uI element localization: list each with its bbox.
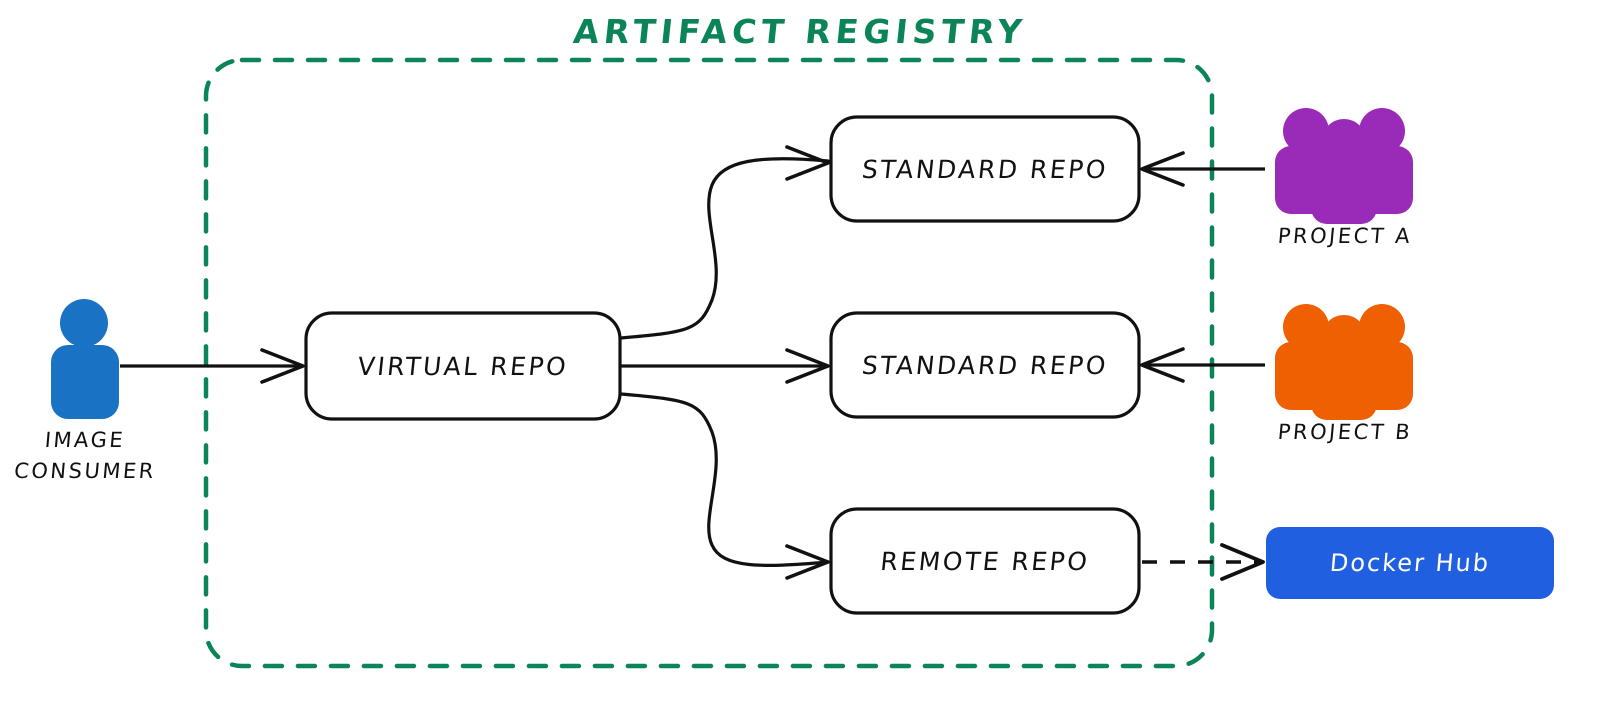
edge-project-a-to-standard-top <box>1140 151 1265 187</box>
arrowhead-docker-hub <box>1220 543 1265 581</box>
edge-virtual-to-remote <box>619 392 830 580</box>
arrowhead-virtual-standard-top <box>785 145 830 181</box>
artifact-registry-boundary <box>203 57 1215 669</box>
arrowhead-project-b <box>1140 347 1185 383</box>
edge-virtual-to-standard-middle <box>621 348 830 384</box>
docker-hub-box[interactable] <box>1266 527 1554 599</box>
arrowhead-consumer-virtual <box>260 348 305 384</box>
edge-virtual-to-standard-top <box>619 145 830 340</box>
arrowhead-project-a <box>1140 151 1185 187</box>
edge-consumer-to-virtual <box>120 348 305 384</box>
group-icon-project-b <box>1275 304 1413 420</box>
edge-remote-to-docker-hub <box>1142 543 1265 581</box>
group-icon-project-a <box>1275 108 1413 224</box>
person-icon <box>51 299 119 419</box>
remote-repo-box[interactable] <box>829 507 1141 615</box>
standard-repo-top-box[interactable] <box>829 115 1141 223</box>
virtual-repo-box[interactable] <box>304 311 622 421</box>
standard-repo-middle-box[interactable] <box>829 311 1141 419</box>
arrowhead-virtual-remote <box>785 544 830 580</box>
arrowhead-virtual-standard-middle <box>785 348 830 384</box>
edge-project-b-to-standard-middle <box>1140 347 1265 383</box>
